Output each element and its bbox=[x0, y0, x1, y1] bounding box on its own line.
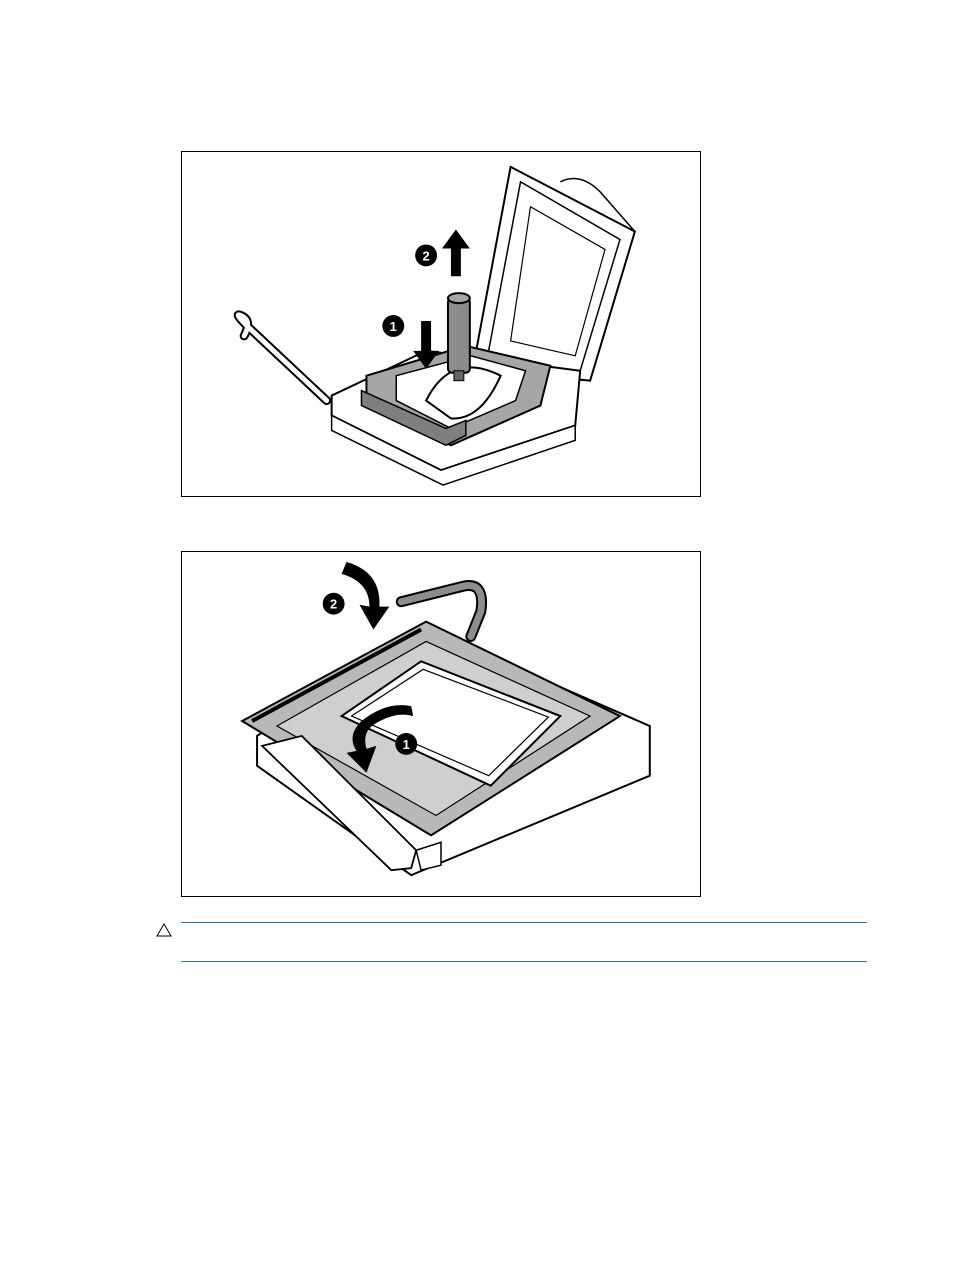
socket-cover-illustration: 1 2 bbox=[182, 152, 700, 496]
callout-2: 2 bbox=[422, 248, 429, 263]
callout-1: 1 bbox=[403, 737, 410, 752]
callout-1: 1 bbox=[390, 319, 397, 334]
load-plate-illustration: 2 1 bbox=[182, 552, 700, 896]
figure-load-plate-closing: 2 1 bbox=[181, 551, 701, 897]
caution-rule-top bbox=[181, 922, 867, 923]
caution-rule-bottom bbox=[181, 961, 867, 962]
figure-socket-cover-removal: 1 2 bbox=[181, 151, 701, 497]
callout-2: 2 bbox=[330, 597, 337, 612]
caution-triangle-icon bbox=[156, 923, 172, 937]
